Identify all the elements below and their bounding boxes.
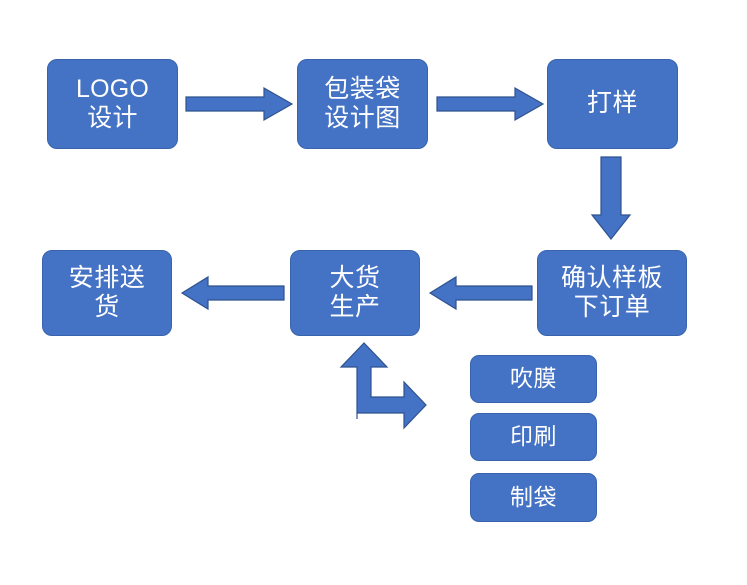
node-printing[interactable]: 印刷 [470, 413, 597, 461]
node-film-blowing[interactable]: 吹膜 [470, 355, 597, 403]
arrow-sampling-to-confirm [590, 156, 634, 241]
node-film-blowing-line-1: 吹膜 [510, 365, 557, 392]
arrow-subprocess-elbow [332, 342, 428, 430]
node-printing-line-1: 印刷 [510, 423, 557, 450]
node-bulk-production-line-2: 生产 [329, 293, 381, 321]
node-confirm-sample-place-order[interactable]: 确认样板 下订单 [537, 250, 687, 336]
node-bag-design-drawing-line-1: 包装袋 [324, 74, 401, 103]
node-logo-design[interactable]: LOGO 设计 [47, 59, 178, 149]
arrow-confirm-to-bulk [428, 275, 534, 311]
arrow-bagdesign-to-sampling [436, 86, 545, 122]
node-arrange-delivery-line-1: 安排送 [68, 263, 146, 292]
node-sampling[interactable]: 打样 [547, 59, 678, 149]
node-bag-design-drawing[interactable]: 包装袋 设计图 [297, 59, 428, 149]
arrow-bulk-to-delivery [180, 275, 286, 311]
arrow-logo-to-bagdesign [185, 86, 294, 122]
node-bag-making[interactable]: 制袋 [470, 473, 597, 522]
node-logo-design-line-1: LOGO [75, 74, 150, 103]
node-bag-making-line-1: 制袋 [510, 483, 557, 510]
node-arrange-delivery[interactable]: 安排送 货 [42, 250, 172, 336]
node-sampling-line-1: 打样 [586, 89, 638, 118]
node-bulk-production-line-1: 大货 [329, 263, 381, 292]
node-confirm-sample-place-order-line-2: 下订单 [573, 293, 651, 321]
node-bag-design-drawing-line-2: 设计图 [324, 104, 401, 132]
node-confirm-sample-place-order-line-1: 确认样板 [560, 263, 663, 292]
node-logo-design-line-2: 设计 [87, 104, 138, 132]
node-bulk-production[interactable]: 大货 生产 [290, 250, 420, 336]
node-arrange-delivery-line-2: 货 [94, 293, 120, 321]
